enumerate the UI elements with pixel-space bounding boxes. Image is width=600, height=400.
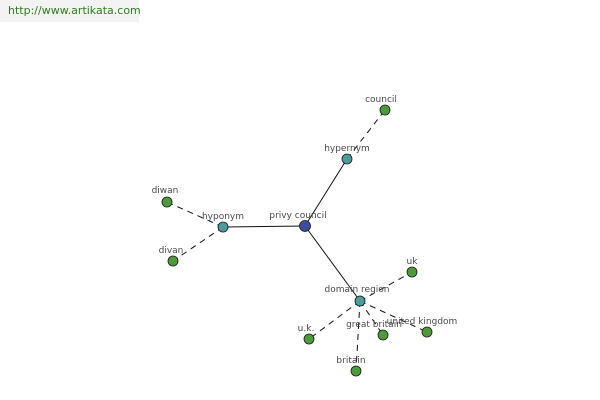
node-diwan[interactable] bbox=[161, 196, 173, 208]
edge-root-to-hyponym bbox=[222, 225, 306, 228]
node-great-britain[interactable] bbox=[377, 329, 389, 341]
node-privy-council-label: privy council bbox=[269, 211, 326, 221]
node-hypernym-label: hypernym bbox=[324, 144, 370, 154]
edge-domain-region-to-britain bbox=[355, 300, 361, 372]
url-banner: http://www.artikata.com bbox=[0, 0, 141, 22]
node-hyponym-label: hyponym bbox=[202, 212, 244, 222]
edge-domain-region-to-uk bbox=[359, 271, 413, 302]
node-u-k[interactable] bbox=[303, 333, 315, 345]
nodes-layer bbox=[161, 104, 433, 377]
node-hypernym[interactable] bbox=[341, 153, 353, 165]
node-diwan-label: diwan bbox=[152, 186, 179, 196]
edges-layer bbox=[166, 109, 428, 372]
edge-domain-region-to-great-britain bbox=[359, 300, 384, 336]
node-britain[interactable] bbox=[350, 365, 362, 377]
node-united-kingdom-label: united kingdom bbox=[387, 317, 458, 327]
node-uk-label: uk bbox=[407, 257, 419, 267]
node-hyponym[interactable] bbox=[217, 221, 229, 233]
node-u-k-label: u.k. bbox=[298, 324, 315, 334]
node-divan[interactable] bbox=[167, 255, 179, 267]
node-privy-council[interactable] bbox=[299, 220, 311, 232]
node-divan-label: divan bbox=[159, 246, 184, 256]
node-united-kingdom[interactable] bbox=[421, 326, 433, 338]
node-council[interactable] bbox=[379, 104, 391, 116]
node-domain-region[interactable] bbox=[354, 295, 366, 307]
node-uk[interactable] bbox=[406, 266, 418, 278]
edge-root-to-domain-region bbox=[304, 225, 361, 302]
node-great-britain-label: great britain bbox=[346, 320, 402, 330]
node-domain-region-label: domain region bbox=[324, 285, 389, 295]
node-britain-label: britain bbox=[336, 356, 365, 366]
edge-domain-region-to-united-kingdom bbox=[359, 300, 428, 333]
edge-root-to-hypernym bbox=[304, 158, 348, 227]
node-council-label: council bbox=[365, 95, 397, 105]
source-url[interactable]: http://www.artikata.com bbox=[8, 4, 141, 17]
